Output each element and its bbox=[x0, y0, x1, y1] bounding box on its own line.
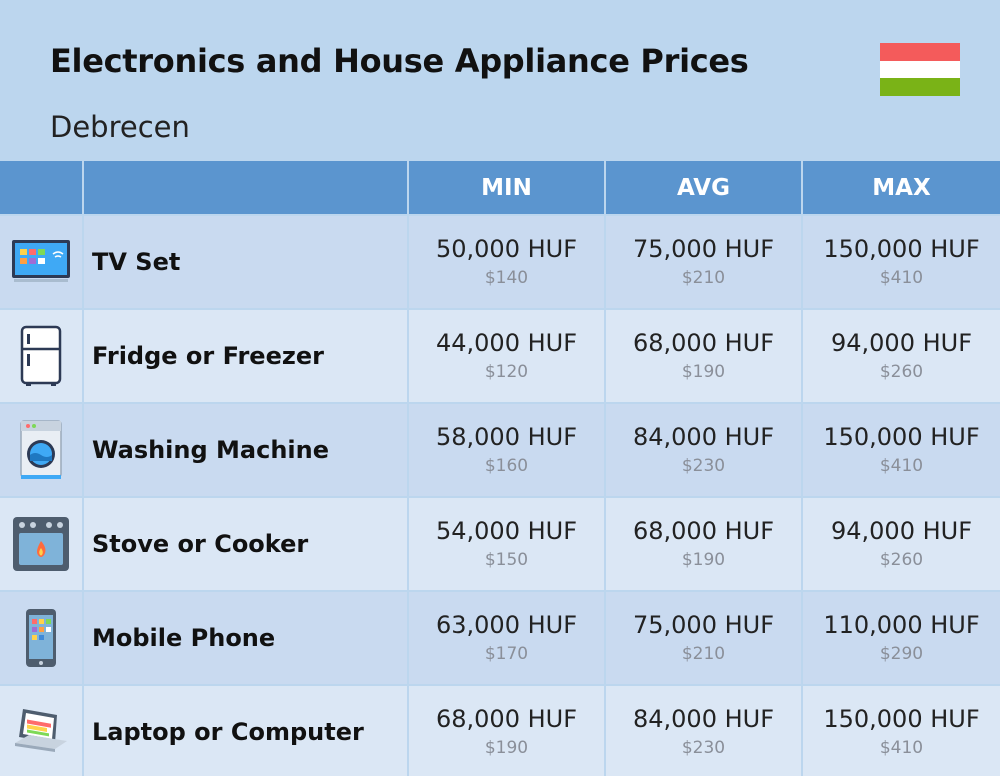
header-avg: AVG bbox=[606, 161, 801, 214]
row-icon-cell bbox=[0, 498, 82, 590]
city-subtitle: Debrecen bbox=[50, 110, 190, 144]
fridge-icon bbox=[20, 325, 62, 386]
min-price-cell: 50,000 HUF $140 bbox=[409, 216, 604, 308]
max-usd: $410 bbox=[879, 738, 924, 758]
item-name: Laptop or Computer bbox=[92, 718, 364, 746]
row-name-cell: TV Set bbox=[84, 216, 407, 308]
avg-price-cell: 68,000 HUF $190 bbox=[606, 310, 801, 402]
max-price-cell: 150,000 HUF $410 bbox=[803, 404, 1000, 496]
row-name-cell: Laptop or Computer bbox=[84, 686, 407, 776]
item-name: Fridge or Freezer bbox=[92, 342, 324, 370]
avg-huf: 84,000 HUF bbox=[632, 705, 775, 733]
avg-huf: 68,000 HUF bbox=[632, 329, 775, 357]
laptop-icon bbox=[15, 709, 67, 752]
max-usd: $410 bbox=[879, 268, 924, 288]
min-usd: $120 bbox=[484, 362, 529, 382]
avg-price-cell: 84,000 HUF $230 bbox=[606, 686, 801, 776]
table-row: Fridge or Freezer 44,000 HUF $120 68,000… bbox=[0, 310, 1000, 402]
row-name-cell: Mobile Phone bbox=[84, 592, 407, 684]
min-usd: $170 bbox=[484, 644, 529, 664]
avg-price-cell: 75,000 HUF $210 bbox=[606, 216, 801, 308]
header-min: MIN bbox=[409, 161, 604, 214]
price-table: MIN AVG MAX TV Set 50,000 HUF $140 bbox=[0, 161, 1000, 776]
max-price-cell: 94,000 HUF $260 bbox=[803, 498, 1000, 590]
min-usd: $160 bbox=[484, 456, 529, 476]
avg-usd: $190 bbox=[681, 550, 726, 570]
max-huf: 94,000 HUF bbox=[830, 329, 973, 357]
flag-stripe-white bbox=[880, 60, 960, 79]
flag-stripe-red bbox=[880, 43, 960, 61]
avg-huf: 75,000 HUF bbox=[632, 235, 775, 263]
min-usd: $140 bbox=[484, 268, 529, 288]
avg-usd: $210 bbox=[681, 268, 726, 288]
avg-usd: $230 bbox=[681, 456, 726, 476]
max-huf: 94,000 HUF bbox=[830, 517, 973, 545]
avg-usd: $210 bbox=[681, 644, 726, 664]
min-huf: 54,000 HUF bbox=[435, 517, 578, 545]
max-huf: 150,000 HUF bbox=[823, 423, 980, 451]
max-price-cell: 94,000 HUF $260 bbox=[803, 310, 1000, 402]
washing-machine-icon bbox=[20, 420, 62, 479]
max-usd: $290 bbox=[879, 644, 924, 664]
min-price-cell: 44,000 HUF $120 bbox=[409, 310, 604, 402]
row-icon-cell bbox=[0, 404, 82, 496]
avg-usd: $190 bbox=[681, 362, 726, 382]
row-name-cell: Stove or Cooker bbox=[84, 498, 407, 590]
min-huf: 63,000 HUF bbox=[435, 611, 578, 639]
flag-stripe-green bbox=[880, 78, 960, 96]
max-huf: 150,000 HUF bbox=[823, 235, 980, 263]
table-row: TV Set 50,000 HUF $140 75,000 HUF $210 1… bbox=[0, 216, 1000, 308]
avg-usd: $230 bbox=[681, 738, 726, 758]
table-row: Stove or Cooker 54,000 HUF $150 68,000 H… bbox=[0, 498, 1000, 590]
max-usd: $410 bbox=[879, 456, 924, 476]
table-row: Washing Machine 58,000 HUF $160 84,000 H… bbox=[0, 404, 1000, 496]
min-huf: 58,000 HUF bbox=[435, 423, 578, 451]
stove-icon bbox=[13, 517, 69, 571]
table-header-row: MIN AVG MAX bbox=[0, 161, 1000, 214]
row-icon-cell bbox=[0, 686, 82, 776]
row-name-cell: Washing Machine bbox=[84, 404, 407, 496]
max-usd: $260 bbox=[879, 362, 924, 382]
max-huf: 110,000 HUF bbox=[823, 611, 980, 639]
header-item-column bbox=[84, 161, 407, 214]
table-row: Laptop or Computer 68,000 HUF $190 84,00… bbox=[0, 686, 1000, 776]
min-price-cell: 54,000 HUF $150 bbox=[409, 498, 604, 590]
row-icon-cell bbox=[0, 592, 82, 684]
page-title: Electronics and House Appliance Prices bbox=[50, 42, 749, 80]
min-price-cell: 58,000 HUF $160 bbox=[409, 404, 604, 496]
avg-price-cell: 75,000 HUF $210 bbox=[606, 592, 801, 684]
min-usd: $190 bbox=[484, 738, 529, 758]
row-icon-cell bbox=[0, 216, 82, 308]
min-huf: 44,000 HUF bbox=[435, 329, 578, 357]
tv-icon bbox=[12, 240, 70, 282]
max-price-cell: 150,000 HUF $410 bbox=[803, 216, 1000, 308]
min-price-cell: 63,000 HUF $170 bbox=[409, 592, 604, 684]
min-usd: $150 bbox=[484, 550, 529, 570]
row-name-cell: Fridge or Freezer bbox=[84, 310, 407, 402]
item-name: TV Set bbox=[92, 248, 181, 276]
max-usd: $260 bbox=[879, 550, 924, 570]
max-price-cell: 110,000 HUF $290 bbox=[803, 592, 1000, 684]
avg-huf: 68,000 HUF bbox=[632, 517, 775, 545]
mobile-phone-icon bbox=[26, 609, 56, 667]
item-name: Mobile Phone bbox=[92, 624, 276, 652]
hungary-flag-icon bbox=[880, 43, 960, 96]
max-huf: 150,000 HUF bbox=[823, 705, 980, 733]
header: Electronics and House Appliance Prices D… bbox=[0, 0, 1000, 160]
avg-huf: 84,000 HUF bbox=[632, 423, 775, 451]
avg-price-cell: 68,000 HUF $190 bbox=[606, 498, 801, 590]
min-huf: 50,000 HUF bbox=[435, 235, 578, 263]
min-huf: 68,000 HUF bbox=[435, 705, 578, 733]
item-name: Stove or Cooker bbox=[92, 530, 309, 558]
row-icon-cell bbox=[0, 310, 82, 402]
header-max: MAX bbox=[803, 161, 1000, 214]
table-row: Mobile Phone 63,000 HUF $170 75,000 HUF … bbox=[0, 592, 1000, 684]
header-icon-column bbox=[0, 161, 82, 214]
avg-huf: 75,000 HUF bbox=[632, 611, 775, 639]
avg-price-cell: 84,000 HUF $230 bbox=[606, 404, 801, 496]
max-price-cell: 150,000 HUF $410 bbox=[803, 686, 1000, 776]
item-name: Washing Machine bbox=[92, 436, 330, 464]
min-price-cell: 68,000 HUF $190 bbox=[409, 686, 604, 776]
